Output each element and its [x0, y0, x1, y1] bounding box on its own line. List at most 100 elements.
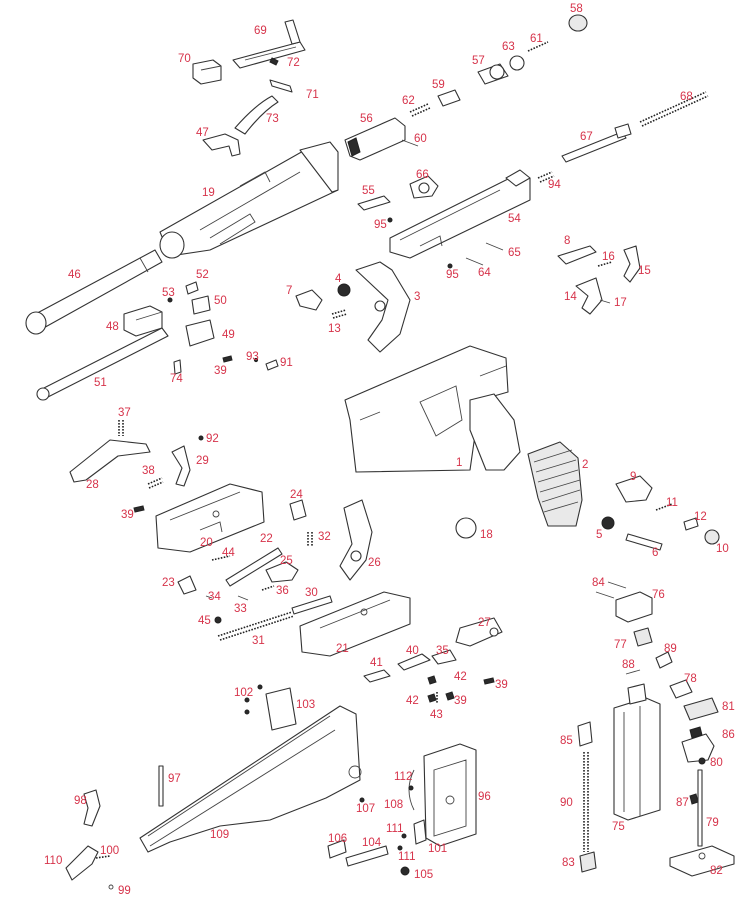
part-block-66 [409, 175, 439, 199]
part-block-77 [633, 627, 653, 647]
part-frame [344, 345, 521, 473]
label-97: 97 [168, 773, 181, 785]
part-clip-89 [655, 651, 673, 669]
label-94: 94 [548, 179, 561, 191]
label-86: 86 [722, 729, 735, 741]
part-follower-85 [577, 721, 593, 747]
part-spring-16 [597, 261, 613, 267]
label-28: 28 [86, 479, 99, 491]
part-firing-pin-guide [437, 89, 461, 107]
part-lever-35 [431, 649, 457, 665]
part-base-plate-hole [698, 852, 706, 860]
label-2: 2 [582, 459, 588, 471]
label-58: 58 [570, 3, 583, 15]
part-screw-80 [698, 757, 706, 765]
label-52: 52 [196, 269, 209, 281]
part-screw-74 [173, 359, 182, 375]
part-pin-53 [167, 297, 173, 303]
label-39-a: 39 [121, 509, 134, 521]
label-108: 108 [384, 799, 403, 811]
part-sight-screws [269, 57, 293, 93]
label-42-a: 42 [454, 671, 467, 683]
part-screw-102a [257, 684, 263, 690]
part-lever-40 [397, 653, 431, 671]
part-grip-hole [374, 300, 386, 312]
part-stock-109 [139, 705, 362, 853]
part-rod-22 [225, 547, 283, 587]
label-39-b: 39 [214, 365, 227, 377]
part-spring-38 [147, 477, 164, 489]
label-18: 18 [480, 529, 493, 541]
part-screw-111a [401, 833, 407, 839]
part-pin-64 [465, 257, 484, 266]
part-spring-32 [307, 532, 313, 546]
label-80: 80 [710, 757, 723, 769]
label-51: 51 [94, 377, 107, 389]
label-7: 7 [286, 285, 292, 297]
label-42-b: 42 [406, 695, 419, 707]
part-sight-block [192, 59, 222, 85]
label-74: 74 [170, 373, 183, 385]
part-plate-104 [345, 845, 389, 867]
part-end-cap [568, 14, 588, 32]
label-65: 65 [508, 247, 521, 259]
label-5: 5 [596, 529, 602, 541]
label-96: 96 [478, 791, 491, 803]
label-105: 105 [414, 869, 433, 881]
label-101: 101 [428, 843, 447, 855]
label-38: 38 [142, 465, 155, 477]
label-63: 63 [502, 41, 515, 53]
label-17: 17 [614, 297, 627, 309]
label-1: 1 [456, 457, 462, 469]
part-pin-84a [607, 581, 627, 589]
label-75: 75 [612, 821, 625, 833]
part-screw-39a [222, 355, 233, 363]
label-111-a: 111 [386, 823, 403, 835]
part-recoil-spring [639, 91, 709, 127]
part-screw-102b [244, 697, 250, 703]
part-button-105 [400, 866, 410, 876]
label-95-b: 95 [446, 269, 459, 281]
part-inner-barrel [36, 327, 169, 401]
part-valve-9 [615, 475, 653, 503]
label-39-c: 39 [454, 695, 467, 707]
label-59: 59 [432, 79, 445, 91]
part-spring-100 [95, 855, 111, 859]
part-pin-95b [447, 263, 453, 269]
label-12: 12 [694, 511, 707, 523]
label-44: 44 [222, 547, 235, 559]
part-pin-17 [599, 299, 611, 304]
part-pin-60 [401, 139, 419, 147]
label-16: 16 [602, 251, 615, 263]
part-screw-39d [483, 677, 495, 685]
label-6: 6 [652, 547, 658, 559]
part-screw-39b [133, 505, 145, 513]
label-95-a: 95 [374, 219, 387, 231]
part-pin-65 [485, 242, 504, 251]
label-55: 55 [362, 185, 375, 197]
part-receiver [159, 141, 339, 259]
part-pin-95a [387, 217, 393, 223]
part-spring-44 [211, 555, 231, 561]
part-pin-93 [253, 357, 259, 363]
part-spring-94 [537, 171, 555, 183]
part-screw-12 [683, 517, 699, 531]
label-57: 57 [472, 55, 485, 67]
part-screw-42a [427, 675, 437, 685]
part-screw-107 [359, 797, 365, 803]
label-49: 49 [222, 329, 235, 341]
part-guide-rod [561, 123, 632, 163]
label-90: 90 [560, 797, 573, 809]
label-89: 89 [664, 643, 677, 655]
label-107: 107 [356, 803, 375, 815]
part-cap-10 [704, 529, 720, 545]
label-11: 11 [666, 497, 678, 509]
label-34: 34 [208, 591, 221, 603]
part-valve-86 [681, 726, 715, 763]
label-24: 24 [290, 489, 303, 501]
label-83: 83 [562, 857, 575, 869]
part-rod-6 [625, 533, 663, 551]
part-valve-78 [669, 679, 693, 699]
label-87: 87 [676, 797, 689, 809]
